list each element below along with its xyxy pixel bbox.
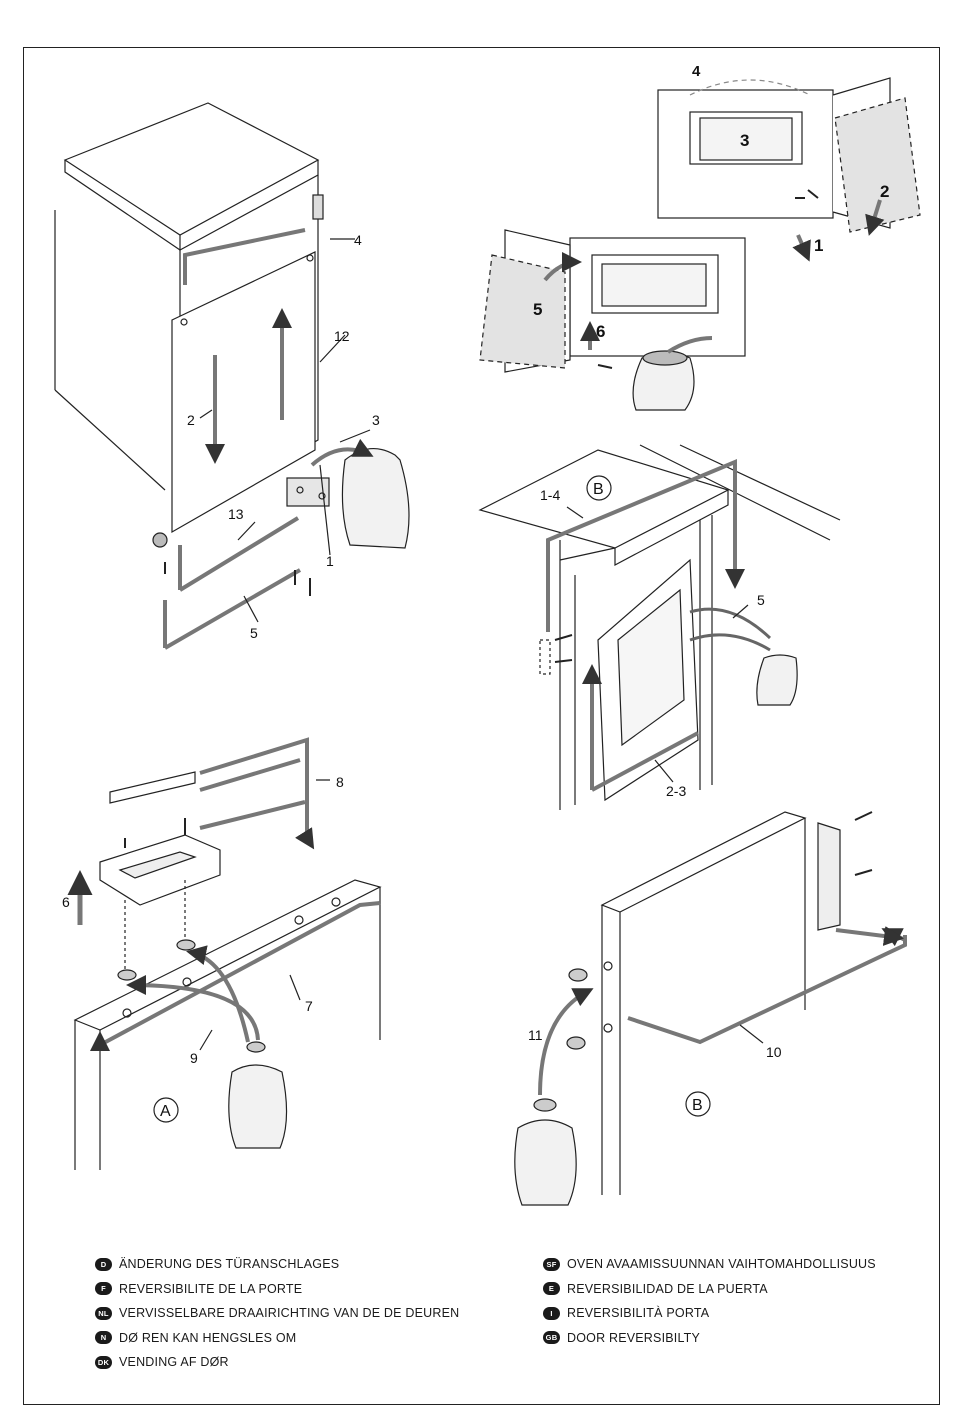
fig2-label-6: 6: [596, 322, 605, 341]
fig4-label-9: 9: [190, 1050, 198, 1066]
figure-5-door-edge-b: [514, 811, 907, 1206]
legend-left: D ÄNDERUNG DES TÜRANSCHLAGES F REVERSIBI…: [95, 1252, 459, 1375]
legend-text: REVERSIBILIDAD DE LA PUERTA: [567, 1281, 768, 1296]
language-badge: NL: [95, 1306, 112, 1320]
fig2-label-4: 4: [692, 63, 701, 80]
language-badge: GB: [543, 1331, 560, 1345]
figure-1-door-removal: [54, 102, 410, 650]
legend-text: VENDING AF DØR: [119, 1355, 229, 1370]
fig4-label-6: 6: [62, 894, 70, 910]
legend-text: OVEN AVAAMISSUUNNAN VAIHTOMAHDOLLISUUS: [567, 1257, 876, 1272]
fig2-label-5: 5: [533, 300, 542, 319]
legend-item-i: I REVERSIBILITÀ PORTA: [543, 1301, 876, 1326]
legend-item-dk: DK VENDING AF DØR: [95, 1350, 459, 1375]
fig1-label-4: 4: [354, 232, 362, 248]
figure-2-freezer-compartment: [479, 77, 921, 411]
fig1-label-1: 1: [326, 553, 334, 569]
figure-4-hinge-a: [67, 737, 382, 1170]
fig3-circle: [586, 475, 612, 501]
fig2-label-2: 2: [880, 182, 889, 201]
page-frame: [23, 47, 940, 1405]
fig4-label-a: A: [160, 1103, 171, 1120]
fig4-label-8: 8: [336, 774, 344, 790]
language-badge: DK: [95, 1355, 112, 1369]
legend-item-gb: GB DOOR REVERSIBILTY: [543, 1326, 876, 1351]
legend-item-d: D ÄNDERUNG DES TÜRANSCHLAGES: [95, 1252, 459, 1277]
fig5-label-10: 10: [766, 1044, 782, 1060]
fig2-label-3: 3: [740, 131, 749, 150]
figure-5-labels: 11 10 B: [528, 1027, 782, 1117]
figure-3-labels: 1-4 B 5 2-3: [540, 475, 765, 799]
fig5-label-b: B: [692, 1097, 703, 1114]
language-badge: N: [95, 1331, 112, 1345]
legend-text: REVERSIBILITE DE LA PORTE: [119, 1281, 303, 1296]
fig5-circle: [685, 1091, 711, 1117]
fig3-label-5: 5: [757, 592, 765, 608]
fig4-circle: [153, 1097, 179, 1123]
legend-item-f: F REVERSIBILITE DE LA PORTE: [95, 1277, 459, 1302]
legend-item-sf: SF OVEN AVAAMISSUUNNAN VAIHTOMAHDOLLISUU…: [543, 1252, 876, 1277]
figure-1-labels: 4 12 2 3 13 1 5: [187, 232, 380, 641]
fig4-label-7: 7: [305, 998, 313, 1014]
legend-text: ÄNDERUNG DES TÜRANSCHLAGES: [119, 1257, 340, 1272]
figure-3-hinge-b: [478, 444, 841, 810]
language-badge: D: [95, 1257, 112, 1271]
figure-4-labels: 8 6 7 9 A: [62, 774, 344, 1123]
legend-text: DOOR REVERSIBILTY: [567, 1330, 701, 1345]
fig1-label-13: 13: [228, 506, 244, 522]
fig1-label-3: 3: [372, 412, 380, 428]
legend-text: REVERSIBILITÀ PORTA: [567, 1306, 710, 1321]
fig5-label-11: 11: [528, 1027, 543, 1043]
fig3-label-2-3: 2-3: [666, 783, 686, 799]
fig1-label-5: 5: [250, 625, 258, 641]
legend-item-e: E REVERSIBILIDAD DE LA PUERTA: [543, 1277, 876, 1302]
legend-text: DØ REN KAN HENGSLES OM: [119, 1330, 297, 1345]
language-badge: I: [543, 1306, 560, 1320]
language-badge: F: [95, 1282, 112, 1296]
fig3-label-1-4: 1-4: [540, 487, 560, 503]
fig2-label-1: 1: [814, 236, 823, 255]
legend-text: VERVISSELBARE DRAAIRICHTING VAN DE DE DE…: [119, 1306, 460, 1321]
fig1-label-12: 12: [334, 328, 350, 344]
legend-item-nl: NL VERVISSELBARE DRAAIRICHTING VAN DE DE…: [95, 1301, 459, 1326]
legend-item-n: N DØ REN KAN HENGSLES OM: [95, 1326, 459, 1351]
language-badge: SF: [543, 1257, 560, 1271]
fig3-label-b: B: [593, 481, 604, 498]
legend-right: SF OVEN AVAAMISSUUNNAN VAIHTOMAHDOLLISUU…: [543, 1252, 876, 1350]
figure-2-labels: 4 3 2 1 5 6: [533, 63, 889, 341]
language-badge: E: [543, 1282, 560, 1296]
fig1-label-2: 2: [187, 412, 195, 428]
